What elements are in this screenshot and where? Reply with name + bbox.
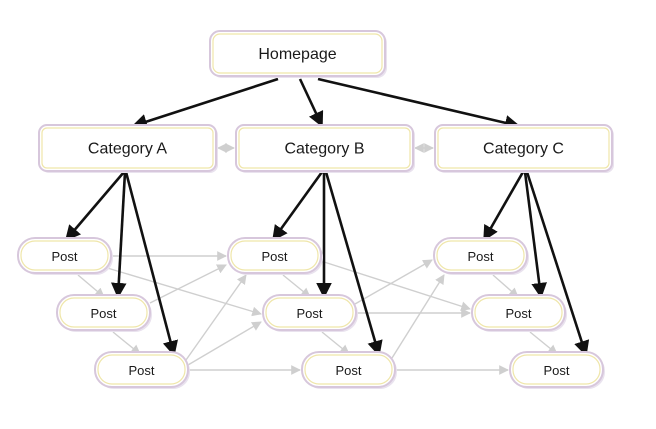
node-inner-border (512, 354, 601, 385)
node-box (434, 124, 613, 172)
node-box (94, 351, 189, 388)
node-label: Post (261, 249, 287, 264)
category-b-node: Category B (235, 124, 415, 173)
node-box (509, 351, 604, 388)
node-label: Category B (284, 141, 364, 158)
node-inner-border (230, 240, 319, 271)
node-box (262, 294, 357, 331)
hierarchy-arrow-catA-to-a3 (124, 171, 178, 357)
node-box (56, 294, 151, 331)
node-label: Post (335, 363, 361, 378)
node-inner-border (437, 127, 610, 169)
node-label: Post (296, 306, 322, 321)
node-label: Homepage (258, 46, 336, 63)
node-box (433, 237, 528, 274)
node-box (209, 30, 386, 77)
cross-link-arrow-c2-to-c3 (529, 331, 558, 355)
hierarchy-arrow-catB-to-b3 (324, 171, 383, 357)
hierarchy-arrow-catC-to-c3 (525, 171, 590, 357)
node-label: Post (51, 249, 77, 264)
cross-link-arrow-a1-to-a2 (77, 274, 105, 298)
node-box (38, 124, 217, 172)
hierarchy-arrow-catB-to-b1 (271, 171, 324, 242)
hierarchy-arrow-home-to-catC (317, 77, 521, 131)
cross-link-arrow-b1-to-b2 (282, 274, 311, 298)
cross-link-arrow-a3-to-b1 (185, 274, 247, 361)
node-label: Post (128, 363, 154, 378)
node-box (301, 351, 396, 388)
cross-link-arrow-b2-to-b3 (321, 331, 350, 355)
node-inner-border (97, 354, 186, 385)
node-inner-border (474, 297, 563, 328)
post-node-c1: Post (433, 237, 529, 275)
node-inner-border (238, 127, 411, 169)
cross-link-arrow-b2-to-c1 (354, 259, 433, 305)
homepage-node: Homepage (209, 30, 387, 78)
post-node-b3: Post (301, 351, 397, 389)
cross-link-arrow-b1-to-c2 (320, 260, 471, 311)
post-node-a2: Post (56, 294, 152, 332)
hierarchy-arrow-catC-to-c1 (482, 171, 525, 242)
hierarchy-arrow-home-to-catA (131, 77, 279, 130)
node-box (17, 237, 112, 274)
node-inner-border (212, 33, 383, 74)
hierarchy-arrow-catC-to-c2 (523, 171, 547, 299)
node-inner-border (20, 240, 109, 271)
hierarchy-edges (64, 77, 590, 357)
node-inner-border (265, 297, 354, 328)
node-inner-border (436, 240, 525, 271)
hierarchy-arrow-home-to-catB (298, 78, 324, 128)
hierarchy-arrow-catA-to-a2 (110, 171, 127, 299)
cross-link-arrow-a2-to-b1 (149, 264, 227, 304)
category-a-node: Category A (38, 124, 218, 173)
post-node-b2: Post (262, 294, 358, 332)
node-inner-border (304, 354, 393, 385)
post-node-b1: Post (227, 237, 323, 275)
node-inner-border (41, 127, 214, 169)
hierarchy-arrow-catA-to-a1 (64, 171, 125, 242)
category-c-node: Category C (434, 124, 614, 173)
node-label: Post (543, 363, 569, 378)
post-node-c2: Post (471, 294, 567, 332)
post-node-c3: Post (509, 351, 605, 389)
node-box (227, 237, 322, 274)
cross-link-arrow-c1-to-c2 (492, 274, 519, 298)
node-box (235, 124, 414, 172)
post-node-a3: Post (94, 351, 190, 389)
node-label: Category C (483, 141, 564, 158)
cross-link-edges (77, 143, 558, 375)
cross-link-arrow-a2-to-a3 (112, 331, 141, 355)
cross-link-arrow-a1-to-b2 (103, 266, 262, 317)
node-label: Post (505, 306, 531, 321)
node-label: Category A (88, 141, 167, 158)
post-node-a1: Post (17, 237, 113, 275)
node-label: Post (90, 306, 116, 321)
cross-link-arrow-a3-to-b2 (187, 321, 262, 366)
node-inner-border (59, 297, 148, 328)
cross-link-arrow-b3-to-c1 (391, 274, 445, 359)
node-box (471, 294, 566, 331)
node-label: Post (467, 249, 493, 264)
